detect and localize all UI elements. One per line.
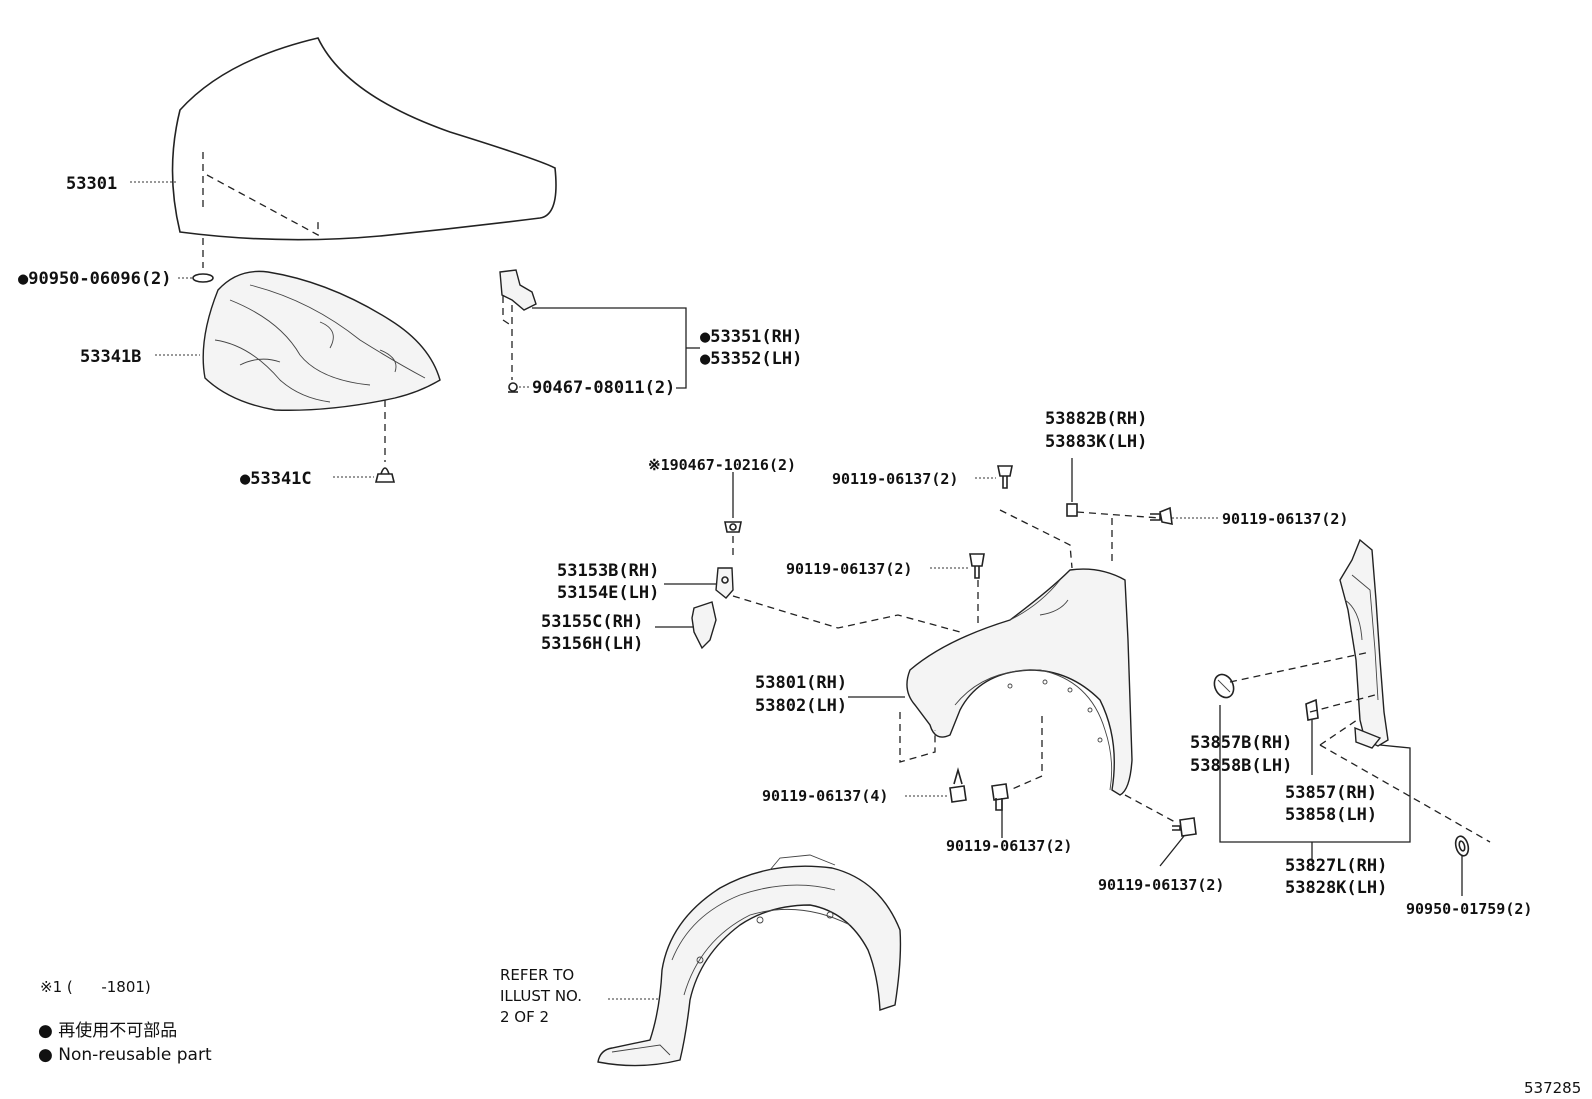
label-clip-bottom: 90950-01759(2) bbox=[1406, 900, 1532, 918]
panel-seal bbox=[1305, 698, 1319, 775]
refer-line-1: REFER TO bbox=[500, 966, 574, 984]
label-bolt-top-left: 90119-06137(2) bbox=[832, 470, 958, 488]
illustration-number: 537285 bbox=[1524, 1079, 1581, 1097]
fender-liner-panel-part bbox=[1219, 538, 1491, 843]
hood-cushion-part bbox=[178, 273, 214, 283]
label-bolt-mid: 90119-06137(2) bbox=[786, 560, 912, 578]
label-hinge-rh: ●53351(RH) bbox=[700, 327, 802, 347]
label-support-rh: 53153B(RH) bbox=[557, 561, 659, 581]
bottom-clip bbox=[1454, 835, 1470, 896]
hood-hinge-part bbox=[499, 269, 700, 393]
legend-jp: ● 再使用不可部品 bbox=[38, 1020, 177, 1041]
label-bolt-top-right: 90119-06137(2) bbox=[1222, 510, 1348, 528]
bolt-top-right bbox=[1150, 506, 1220, 526]
insulator-clip-part bbox=[333, 467, 396, 483]
hood-insulator-part bbox=[155, 270, 441, 462]
label-fender-lh: 53802(LH) bbox=[755, 696, 847, 716]
bolt-top-left bbox=[975, 465, 1013, 489]
bolt-mid bbox=[930, 553, 985, 579]
label-bolt-bottom-mid: 90119-06137(2) bbox=[946, 837, 1072, 855]
label-liner-rh: 53827L(RH) bbox=[1285, 856, 1387, 876]
label-bolt-front: 90119-06137(4) bbox=[762, 787, 888, 805]
label-fender-rh: 53801(RH) bbox=[755, 673, 847, 693]
label-hinge-bolt: 90467-08011(2) bbox=[532, 378, 675, 398]
label-hood: 53301 bbox=[66, 174, 117, 194]
fender-seal-part bbox=[1066, 458, 1161, 519]
label-panel-lh: 53858(LH) bbox=[1285, 805, 1377, 825]
label-clip-ref: ※190467-10216(2) bbox=[648, 456, 796, 474]
label-protector-rh: 53857B(RH) bbox=[1190, 733, 1292, 753]
label-panel-rh: 53857(RH) bbox=[1285, 783, 1377, 803]
wheel-liner-reference-part bbox=[597, 854, 902, 1067]
bolt-bottom-right bbox=[1159, 817, 1197, 867]
label-hood-insulator: 53341B bbox=[80, 347, 141, 367]
fender-support-part bbox=[655, 472, 961, 650]
label-liner-lh: 53828K(LH) bbox=[1285, 878, 1387, 898]
label-bracket-lh: 53156H(LH) bbox=[541, 634, 643, 654]
label-seal-rh: 53882B(RH) bbox=[1045, 409, 1147, 429]
label-support-lh: 53154E(LH) bbox=[557, 583, 659, 603]
refer-line-3: 2 OF 2 bbox=[500, 1008, 549, 1026]
legend-en: ● Non-reusable part bbox=[38, 1045, 212, 1065]
label-hood-cushion: ●90950-06096(2) bbox=[18, 269, 172, 289]
hood-panel bbox=[130, 37, 557, 268]
label-insulator-clip: ●53341C bbox=[240, 469, 312, 489]
label-protector-lh: 53858B(LH) bbox=[1190, 756, 1292, 776]
label-hinge-lh: ●53352(LH) bbox=[700, 349, 802, 369]
bolt-bottom-mid bbox=[991, 783, 1009, 838]
refer-line-2: ILLUST NO. bbox=[500, 987, 582, 1005]
legend-note: ※1 ( -1801) bbox=[40, 978, 151, 996]
protector-clip bbox=[1213, 673, 1235, 699]
label-bolt-bottom-right: 90119-06137(2) bbox=[1098, 876, 1224, 894]
bolt-front bbox=[905, 767, 967, 803]
label-bracket-rh: 53155C(RH) bbox=[541, 612, 643, 632]
label-seal-lh: 53883K(LH) bbox=[1045, 432, 1147, 452]
front-fender-part bbox=[848, 509, 1176, 823]
